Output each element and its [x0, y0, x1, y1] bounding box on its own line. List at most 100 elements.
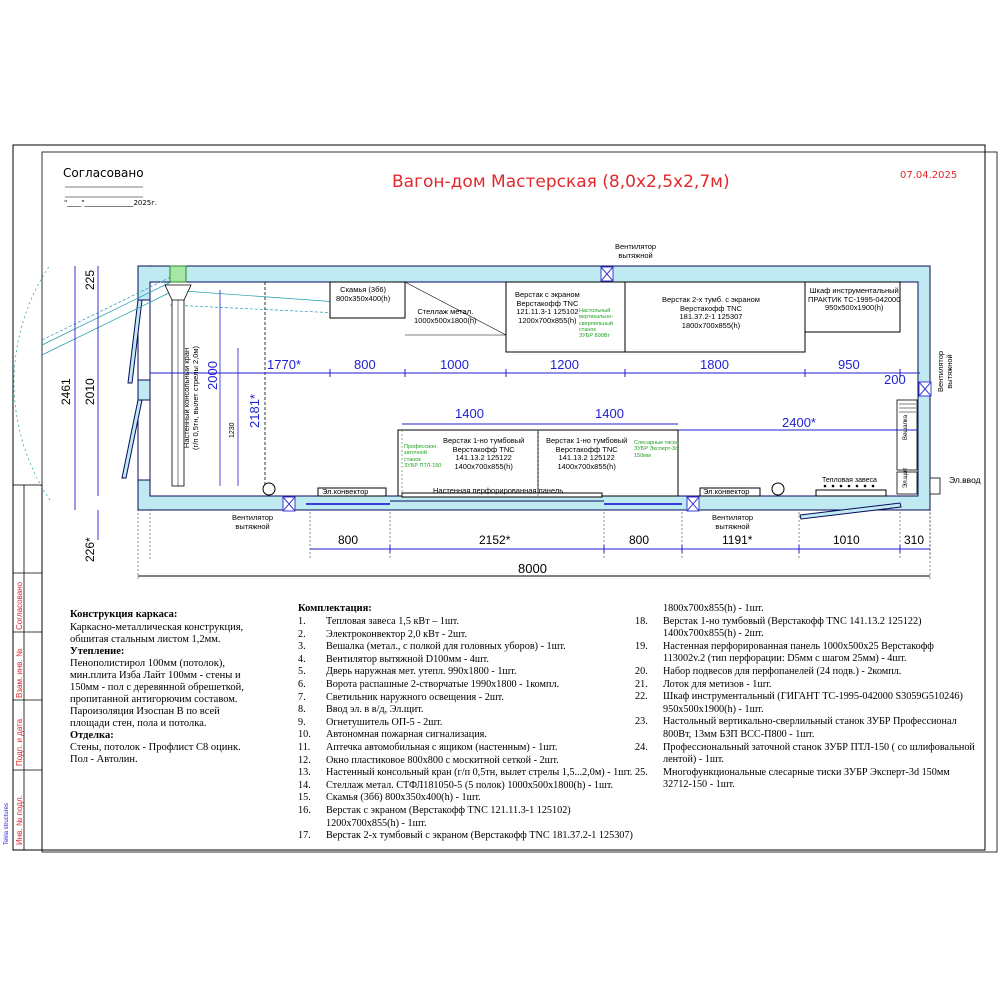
equipment-item-text: Ввод эл. в в/д, Эл.щит.	[326, 704, 424, 716]
equipment-item-text: 950х500х1900(h) - 1шт.	[663, 703, 764, 715]
bench-label: Скамья (3б6) 800х350х400(h)	[336, 285, 391, 303]
window-sashes	[121, 299, 143, 479]
equipment-item: 19.Настенная перфорированная панель 1000…	[635, 641, 975, 654]
equipment-item-number: 5.	[298, 666, 306, 678]
dim-crane-2000: 2000	[205, 361, 220, 390]
equipment-item: 21. Лоток для метизов - 1шт.	[635, 679, 975, 692]
fan-right-label: Вентилятор вытяжной	[936, 350, 954, 392]
equipment-item-text: Стеллаж метал. СТФЛ181050-5 (5 полок) 10…	[326, 779, 614, 791]
equipment-item: 11.Аптечка автомобильная с ящиком (насте…	[298, 742, 633, 755]
equipment-item-text: 113002v.2 (тип перфорации: D5мм с шагом …	[663, 653, 907, 665]
equipment-item-number: 3.	[298, 641, 306, 653]
equipment-item-text: Многофункциональные слесарные тиски ЗУБР…	[663, 766, 950, 778]
workbench-1b-label: Верстак 1-но тумбовый Верстакофф TNC 141…	[546, 436, 628, 471]
perf-panel-outline	[401, 430, 539, 496]
equipment-item-number: 10.	[298, 729, 311, 741]
equipment-item-number: 12.	[298, 754, 311, 766]
dim-top-1770: 1770*	[267, 357, 301, 372]
heat-curtain-label: Тепловая завеса	[822, 477, 877, 484]
equipment-item: 8. Ввод эл. в в/д, Эл.щит.	[298, 704, 633, 717]
fans	[282, 266, 932, 512]
equipment-top	[329, 281, 901, 353]
dim-bottom-1010: 1010	[833, 533, 860, 547]
equipment-item: 5. Дверь наружная мет. утепл. 990х1800 - …	[298, 666, 633, 679]
equipment-item-number: 14.	[298, 779, 311, 791]
dim-top-1800: 1800	[700, 357, 729, 372]
heat-curtain-dots	[823, 484, 875, 488]
insulation-text-6: площади стен, пола и потолка.	[70, 718, 207, 729]
equipment-item-text: Автономная пожарная сигнализация.	[326, 729, 487, 741]
equipment-item-number: 22.	[635, 691, 648, 703]
equipment-item-text: Настольный вертикально-сверлильный стано…	[663, 716, 957, 728]
sidebar-approved: Согласовано	[15, 581, 24, 630]
equipment-item-text: Лоток для метизов - 1шт.	[663, 678, 772, 690]
convector-left-label: Эл.конвектор	[322, 487, 369, 496]
equipment-item-number: 6.	[298, 678, 306, 690]
sidebar-tekla: Tekla structures	[4, 802, 10, 845]
sidebar-sign-date: Подп. и дата	[15, 718, 24, 766]
equipment-item-text: Профессиональный заточной станок ЗУБР ПТ…	[663, 741, 975, 753]
dim-crane-1230: 1230	[229, 422, 236, 438]
dim-bottom-2152: 2152*	[479, 533, 511, 547]
equipment-item-number: 4.	[298, 653, 306, 665]
dim-left-226: 226*	[83, 537, 97, 562]
equipment-list-col1: 1.Тепловая завеса 1,5 кВт – 1шт.2. Электр…	[298, 616, 633, 843]
shield-label: Эл.щит	[903, 467, 909, 488]
vise-note: Слесарные тиски ЗУБР Эксперт-3d 150мм	[634, 440, 679, 459]
equipment-item: 12.Окно пластиковое 800х800 с москитной …	[298, 755, 633, 768]
side-stamp	[12, 484, 43, 851]
equipment-item-number: 19.	[635, 640, 648, 652]
equipment-item: 16.Верстак с экраном (Верстакофф TNC 121…	[298, 805, 633, 818]
light-fixtures	[262, 482, 785, 496]
crane-label: Настенный консольный кран (г/п 0,5тн, вы…	[182, 345, 200, 450]
equipment-item-text: Верстак 1-но тумбовый (Верстакофф TNC 14…	[663, 615, 922, 627]
equipment-item: 1.Тепловая завеса 1,5 кВт – 1шт.	[298, 616, 633, 629]
equipment-item-number: 9.	[298, 716, 306, 728]
equipment-item-text: Огнетушитель ОП-5 - 2шт.	[326, 716, 443, 728]
dim-top-800: 800	[354, 357, 376, 372]
dim-top-950: 950	[838, 357, 860, 372]
equipment-item-text: Дверь наружная мет. утепл. 990х1800 - 1ш…	[326, 666, 517, 678]
dim-bottom-800a: 800	[338, 533, 359, 547]
drawing-date: 07.04.2025	[900, 170, 958, 181]
dim-bottom-800b: 800	[629, 533, 650, 547]
dim-top-200: 200	[884, 372, 906, 387]
equipment-item-number: 11.	[298, 741, 311, 753]
equipment-item: 13.Настенный консольный кран (г/п 0,5тн,…	[298, 767, 633, 780]
crane-swing-arcs	[13, 264, 381, 501]
equipment-item-text: Электроконвектор 2,0 кВт - 2шт.	[326, 628, 468, 640]
hanger-label: Вешалка	[903, 414, 909, 440]
equipment-middle	[397, 429, 679, 498]
insulation-text-2: мин.плита Изба Лайт 100мм - стены и	[70, 670, 241, 681]
equipment-item: 4.Вентилятор вытяжной D100мм - 4шт.	[298, 654, 633, 667]
equipment-item-number: 21.	[635, 678, 648, 690]
equipment-list-col2: 1800х700х855(h) - 1шт.18.Верстак 1-но ту…	[635, 603, 975, 792]
equipment-item-number: 25.	[635, 766, 648, 778]
equipment-item-text: Шкаф инструментальный (ГИГАНТ ТС-1995-04…	[663, 691, 963, 703]
equipment-item-number: 8.	[298, 704, 306, 716]
fan-bottom-left-label: Вентилятор вытяжной	[232, 513, 274, 531]
equipment-item-text: 800Вт, 13мм БЗП ВСС-П800 - 1шт.	[663, 728, 815, 740]
finish-text-2: Пол - Автолин.	[70, 754, 138, 765]
equipment-item: 20.Набор подвесов для перфопанелей (24 п…	[635, 666, 975, 679]
power-input-label: Эл.ввод	[949, 475, 981, 485]
equipment-item: 7.Светильник наружного освещения - 2шт.	[298, 692, 633, 705]
dim-total-8000: 8000	[518, 561, 547, 576]
equipment-item-number: 1.	[298, 616, 306, 627]
equipment-item: 3. Вешалка (метал., с полкой для головных…	[298, 641, 633, 654]
equipment-item-number: 23.	[635, 716, 648, 728]
dim-mid-2400: 2400*	[782, 415, 816, 430]
perf-panel-label: Настенная перфорированная панель	[433, 486, 564, 495]
equipment-item: 6.Ворота распашные 2-створчатые 1990х180…	[298, 679, 633, 692]
equipment-item-text: Вешалка (метал., с полкой для головных у…	[326, 641, 566, 653]
equipment-item-number: 2.	[298, 628, 306, 640]
insulation-text-5: Пароизоляция Изоспан В по всей	[70, 706, 220, 717]
frame-title: Конструкция каркаса:	[70, 609, 178, 620]
frame-text-2: обшитая стальным листом 1,2мм.	[70, 634, 221, 645]
insulation-text-1: Пенополистирол 100мм (потолок),	[70, 658, 225, 669]
equipment-item-text: Скамья (3б6) 800х350х400(h) - 1шт.	[326, 792, 481, 804]
dim-bottom-1191: 1191*	[722, 533, 753, 547]
equipment-item-number: 18.	[635, 615, 648, 627]
left-windows	[137, 299, 151, 481]
